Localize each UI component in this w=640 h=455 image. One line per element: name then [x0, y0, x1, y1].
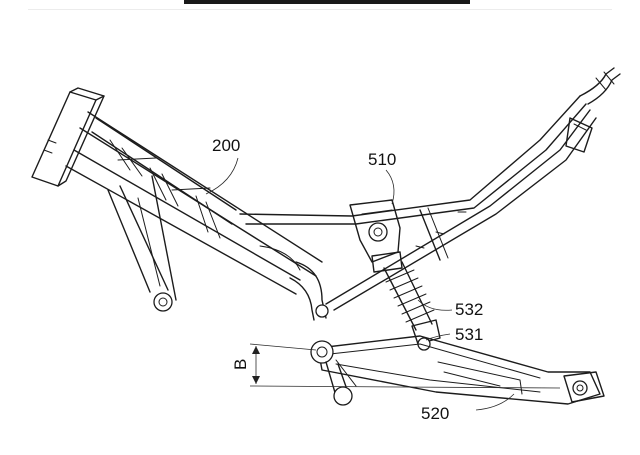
main-frame — [31, 87, 329, 321]
label-dimension-b: B — [231, 359, 250, 370]
rear-subframe — [239, 67, 621, 311]
label-200: 200 — [212, 136, 240, 155]
upper-shock-mount — [349, 199, 403, 273]
swingarm — [310, 335, 605, 406]
top-black-bar — [184, 0, 470, 4]
label-532: 532 — [455, 300, 483, 319]
dimension-b — [249, 343, 561, 389]
top-rule — [28, 9, 612, 10]
shock-spring — [383, 261, 441, 351]
label-510: 510 — [368, 150, 396, 169]
label-520: 520 — [421, 404, 449, 423]
leader-lines — [205, 157, 515, 411]
label-531: 531 — [455, 325, 483, 344]
